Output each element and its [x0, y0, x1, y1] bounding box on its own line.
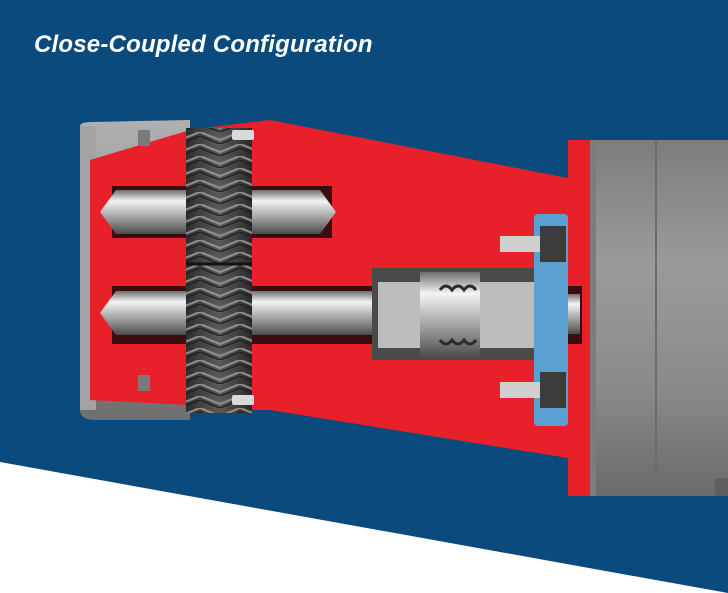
key-block-top [232, 130, 254, 140]
herringbone-gears [186, 128, 252, 413]
end-bolt-bottom [138, 375, 150, 391]
electric-motor [590, 140, 728, 496]
end-bolt-top [138, 130, 150, 146]
flange-bolts [500, 226, 566, 408]
key-block-bottom [232, 395, 254, 405]
page-title: Close-Coupled Configuration [34, 31, 373, 58]
mechanical-seal [372, 268, 542, 360]
